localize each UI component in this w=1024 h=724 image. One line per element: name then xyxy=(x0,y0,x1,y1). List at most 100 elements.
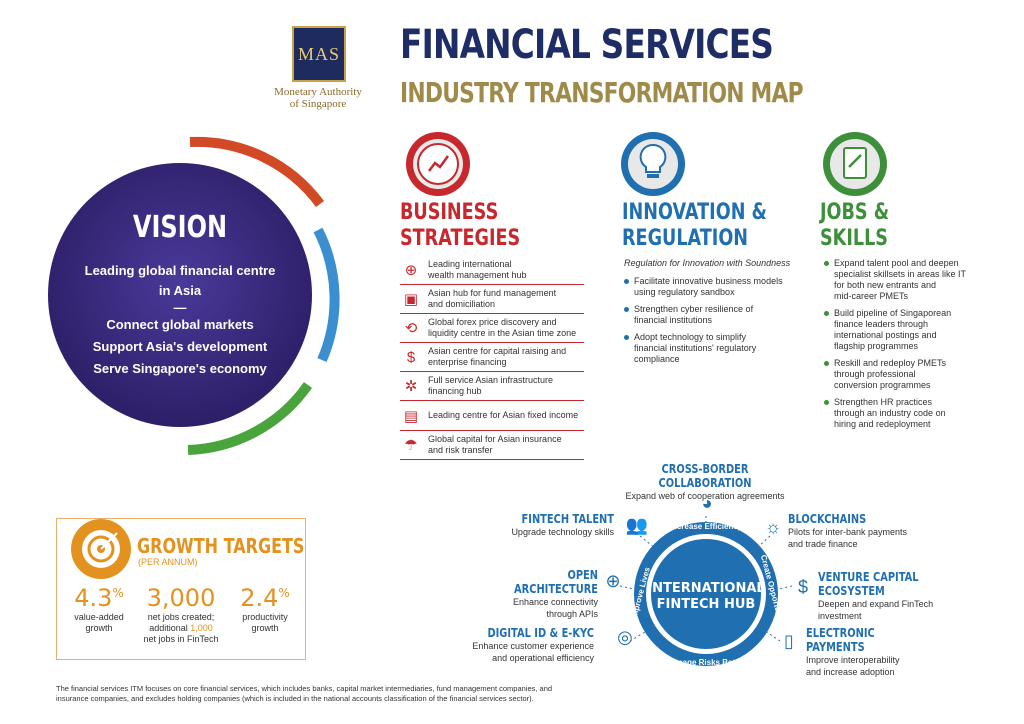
node-title: ELECTRONIC PAYMENTS xyxy=(806,626,875,654)
item-line1: Asian centre for capital raising and xyxy=(428,346,567,356)
item-line1: Expand talent pool and deepen xyxy=(834,258,959,268)
item-line2: through professional xyxy=(834,369,916,379)
lightbulb-icon: ☼ xyxy=(764,516,782,537)
hub-title-line1: INTERNATIONAL xyxy=(647,581,764,596)
metric-label-line3: net jobs in FinTech xyxy=(143,634,219,644)
metric-unit: % xyxy=(278,586,290,600)
metric-fintech-jobs: 1,000 xyxy=(190,623,213,633)
node-title: CROSS-BORDER COLLABORATION xyxy=(658,462,752,490)
node-desc-line2: and operational efficiency xyxy=(492,653,594,663)
mas-logo: MAS xyxy=(292,26,346,82)
node-title: OPEN ARCHITECTURE xyxy=(514,568,598,596)
vision-point-1: Connect global markets xyxy=(106,317,254,332)
item-line2: financial institutions' regulatory xyxy=(634,343,757,353)
item-line1: Leading international xyxy=(428,259,512,269)
globe-dollar-icon: ⊕ xyxy=(404,262,418,279)
item-line2: financing hub xyxy=(428,386,482,396)
vision-graphic xyxy=(48,136,340,455)
jobs-title-line1: JOBS & xyxy=(820,200,890,225)
item-line2: financial institutions xyxy=(634,315,713,325)
network-icon: ✲ xyxy=(404,378,418,395)
node-desc-line1: Improve interoperability xyxy=(806,655,900,665)
node-desc-line2: investment xyxy=(818,611,862,621)
bullet-icon xyxy=(624,335,629,340)
bullet-icon xyxy=(824,261,829,266)
node-desc: Upgrade technology skills xyxy=(511,527,614,537)
fintech-hub-diagram: Increase Efficiency Manage Risks Better … xyxy=(619,516,793,667)
bullet-icon xyxy=(624,279,629,284)
bullet-icon xyxy=(824,361,829,366)
footnote-line2: insurance companies, and excludes holdin… xyxy=(56,694,534,703)
fintech-talent-node: FINTECH TALENT Upgrade technology skills xyxy=(480,512,614,538)
bullet-icon xyxy=(824,400,829,405)
venture-capital-node: VENTURE CAPITAL ECOSYSTEM Deepen and exp… xyxy=(818,570,978,622)
cross-border-node: CROSS-BORDER COLLABORATION Expand web of… xyxy=(600,462,810,502)
hub-center xyxy=(651,539,761,649)
page-subtitle: INDUSTRY TRANSFORMATION MAP xyxy=(400,76,804,109)
item-line1: Global capital for Asian insurance xyxy=(428,434,562,444)
vision-text: VISION Leading global financial centre i… xyxy=(60,210,300,379)
item-line1: Strengthen HR practices xyxy=(834,397,933,407)
footnote-line1: The financial services ITM focuses on co… xyxy=(56,684,553,693)
blockchains-node: BLOCKCHAINS Pilots for inter-bank paymen… xyxy=(788,512,928,550)
bullet-icon xyxy=(824,311,829,316)
item-line2: liquidity centre in the Asian time zone xyxy=(428,328,577,338)
vision-point-3: Serve Singapore's economy xyxy=(93,361,267,376)
metric-label-line1: value-added xyxy=(74,612,124,622)
metric-label-line2: growth xyxy=(251,623,279,633)
vision-statement-line1: Leading global financial centre xyxy=(84,263,276,278)
node-desc-line2: and trade finance xyxy=(788,539,858,549)
page-title: FINANCIAL SERVICES xyxy=(400,22,774,68)
jobs-skills-icon xyxy=(823,132,887,196)
metric-label-line1: net jobs created; xyxy=(147,612,215,622)
electronic-payments-node: ELECTRONIC PAYMENTS Improve interoperabi… xyxy=(806,626,946,678)
item-line1: Strengthen cyber resilience of xyxy=(634,304,754,314)
money-bag-icon: $ xyxy=(797,576,808,597)
pie-chart-icon: ◕ xyxy=(701,492,713,513)
digital-id-node: DIGITAL ID & E-KYC Enhance customer expe… xyxy=(458,626,594,664)
node-title: VENTURE CAPITAL ECOSYSTEM xyxy=(818,570,919,598)
business-title-line2: STRATEGIES xyxy=(400,226,521,251)
node-title: BLOCKCHAINS xyxy=(788,512,867,526)
metric-value: 4.3 xyxy=(74,584,113,612)
vision-point-2: Support Asia's development xyxy=(92,339,268,354)
target-icon xyxy=(71,519,131,579)
jobs-skills-heading: JOBS & SKILLS xyxy=(820,200,906,252)
node-desc-line1: Enhance connectivity xyxy=(512,597,598,607)
item-line2: wealth management hub xyxy=(428,270,527,280)
business-strategies-heading: BUSINESS STRATEGIES xyxy=(400,200,550,252)
innovation-title-line2: REGULATION xyxy=(622,226,749,251)
org-name-line1: Monetary Authority xyxy=(274,86,362,98)
item-line2: and risk transfer xyxy=(428,445,493,455)
innovation-title-line1: INNOVATION & xyxy=(622,200,767,225)
metric-productivity: 2.4% productivity growth xyxy=(232,584,298,634)
metric-value: 2.4 xyxy=(240,584,279,612)
business-strategies-icon xyxy=(406,132,470,196)
item-line3: hiring and redeployment xyxy=(834,419,931,429)
item-line3: conversion programmes xyxy=(834,380,931,390)
bullet-icon xyxy=(624,307,629,312)
org-name: Monetary Authority of Singapore xyxy=(262,86,374,110)
item-line4: mid-career PMETs xyxy=(834,291,909,301)
mobile-payment-icon: ▯ xyxy=(784,630,794,651)
globe-icon: ⊕ xyxy=(605,570,621,591)
metric-unit: % xyxy=(112,586,124,600)
item-line2: finance leaders through xyxy=(834,319,929,329)
item-line2: through an industry code on xyxy=(834,408,946,418)
vision-arc-red xyxy=(189,136,325,207)
lock-dollar-icon: ▤ xyxy=(403,407,419,425)
footnote: The financial services ITM focuses on co… xyxy=(56,684,616,704)
item-line3: international postings and xyxy=(834,330,937,340)
vision-title: VISION xyxy=(132,210,228,245)
fingerprint-icon: ◎ xyxy=(617,626,633,647)
